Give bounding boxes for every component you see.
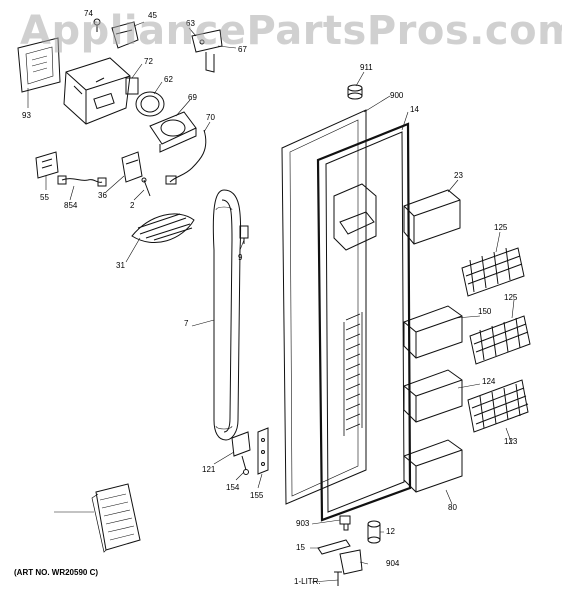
- callout-7: 7: [184, 319, 189, 328]
- part-14-gasket: [316, 122, 412, 522]
- callout-125b: 125: [504, 293, 518, 302]
- callout-14: 14: [410, 105, 419, 114]
- part-903-cylinder: [367, 520, 381, 544]
- part-literature-booklet: [91, 483, 141, 553]
- callout-63: 63: [186, 19, 195, 28]
- part-62-ring: [135, 91, 165, 117]
- part-904-screw: [334, 571, 342, 586]
- callout-45: 45: [148, 11, 157, 20]
- callout-36: 36: [98, 191, 107, 200]
- part-122-bin: [403, 305, 463, 359]
- part-125-basket-upper: [461, 247, 525, 297]
- part-control-housing: [63, 57, 131, 125]
- callout-31: 31: [116, 261, 125, 270]
- callout-67: 67: [238, 45, 247, 54]
- part-15-actuator: [339, 549, 363, 575]
- callout-74: 74: [84, 9, 93, 18]
- part-900-door: [281, 109, 367, 505]
- part-12-lever: [317, 539, 351, 555]
- part-31-grille: [131, 213, 195, 244]
- callout-911: 911: [360, 63, 373, 72]
- callout-854: 854: [64, 201, 78, 210]
- callout-900: 900: [390, 91, 404, 100]
- part-69-fan: [149, 111, 197, 153]
- part-dispenser: [333, 183, 377, 251]
- art-number: (ART NO. WR20590 C): [14, 568, 99, 577]
- part-9-clip: [239, 225, 249, 244]
- callout-70: 70: [206, 113, 215, 122]
- door-rungs: [343, 312, 363, 436]
- callout-123: 80: [448, 503, 457, 512]
- callout-150: 124: [482, 377, 496, 386]
- callout-93: 93: [22, 111, 31, 120]
- callout-69: 69: [188, 93, 197, 102]
- part-121-154-end: [231, 431, 251, 475]
- callout-80: 903: [296, 519, 310, 528]
- part-36-switch: [121, 151, 143, 183]
- callout-labels: 74 45 63 67 72 62 69 70 93 55 854 36 2 3…: [22, 9, 518, 586]
- callout-12: 15: [296, 543, 305, 552]
- callout-125: 125: [494, 223, 508, 232]
- callout-904: 1-LITR.: [294, 577, 321, 586]
- callout-124: 123: [504, 437, 518, 446]
- callout-121: 121: [202, 465, 216, 474]
- part-55-connector: [35, 151, 59, 179]
- leader-lines: [27, 21, 515, 583]
- callout-154: 154: [226, 483, 240, 492]
- callout-903: 12: [386, 527, 395, 536]
- part-150-bin: [403, 369, 463, 423]
- part-911-cap: [347, 84, 363, 100]
- part-80-fitting: [339, 515, 351, 531]
- callout-155: 155: [250, 491, 264, 500]
- part-124-basket: [467, 379, 529, 433]
- part-45-bracket: [111, 21, 139, 49]
- part-63-67-brackets: [191, 29, 223, 73]
- part-93-panel: [17, 37, 61, 93]
- part-854-wire: [57, 175, 107, 187]
- part-70-harness: [165, 129, 207, 185]
- part-123-bin: [403, 439, 463, 493]
- callout-72: 72: [144, 57, 153, 66]
- callout-55: 55: [40, 193, 49, 202]
- part-125-basket-middle: [469, 315, 531, 365]
- callout-2: 2: [130, 201, 135, 210]
- callout-15: 904: [386, 559, 400, 568]
- callout-23: 23: [454, 171, 463, 180]
- callout-62: 62: [164, 75, 173, 84]
- part-23-bin: [403, 189, 461, 245]
- part-155-hinge: [257, 427, 269, 475]
- site-watermark: AppliancePartsPros.com: [20, 8, 562, 54]
- callout-122: 150: [478, 307, 492, 316]
- part-2-screw: [141, 177, 151, 197]
- callout-9: 9: [238, 253, 243, 262]
- part-7-handle: [212, 189, 242, 441]
